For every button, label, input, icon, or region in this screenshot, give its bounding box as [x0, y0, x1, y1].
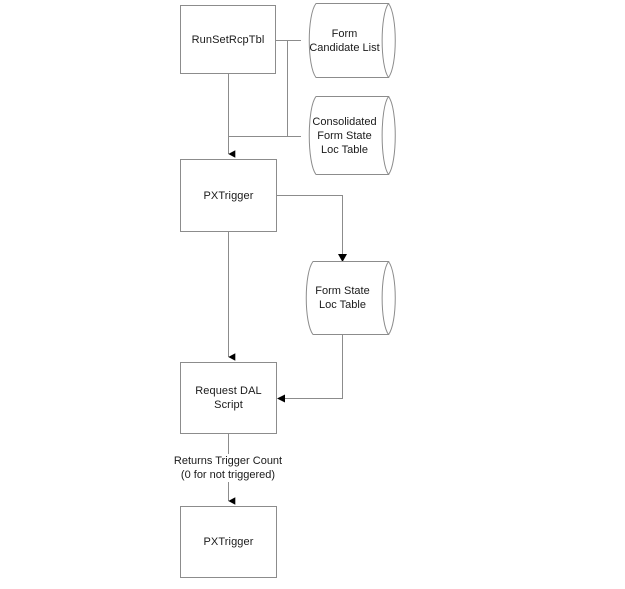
connector-run-set-rcp-tbl-branch: [276, 40, 288, 137]
node-label-form-state-loc-table: Form State Loc Table: [315, 285, 370, 311]
cylinder-shape-form-state-loc-table: [305, 261, 396, 335]
node-consolidated-form-state-loc-table[interactable]: Consolidated Form State Loc Table: [300, 96, 405, 175]
arrowhead-request-dal-script: [277, 394, 285, 403]
node-label-px-trigger-bottom: PXTrigger: [203, 536, 254, 548]
node-px-trigger-top[interactable]: PXTrigger: [180, 159, 277, 232]
node-request-dal-script[interactable]: Request DAL Script: [180, 362, 277, 434]
arrowhead-form-state-loc-table: [338, 254, 347, 262]
node-label-request-dal-script: Request DAL Script: [195, 385, 262, 411]
cylinder-shape-consolidated-form-state-loc-table: [308, 96, 396, 175]
edge-label-returns-trigger-count: Returns Trigger Count (0 for not trigger…: [148, 454, 308, 482]
node-label-consolidated-form-state-loc-table: Consolidated Form State Loc Table: [312, 115, 377, 156]
node-form-state-loc-table[interactable]: Form State Loc Table: [296, 261, 405, 335]
connector-form-state-loc-to-request-dal: [283, 335, 343, 399]
cylinder-shape-form-candidate-list: [308, 3, 396, 78]
node-label-px-trigger-top: PXTrigger: [203, 189, 254, 202]
node-form-candidate-list[interactable]: Form Candidate List: [300, 3, 405, 78]
node-px-trigger-bottom[interactable]: PXTrigger: [180, 506, 277, 578]
node-label-form-candidate-list: Form Candidate List: [309, 27, 380, 54]
connector-px-trigger-to-form-state-loc: [277, 195, 343, 256]
node-label-run-set-rcp-tbl: RunSetRcpTbl: [191, 33, 265, 46]
node-run-set-rcp-tbl[interactable]: RunSetRcpTbl: [180, 5, 276, 74]
